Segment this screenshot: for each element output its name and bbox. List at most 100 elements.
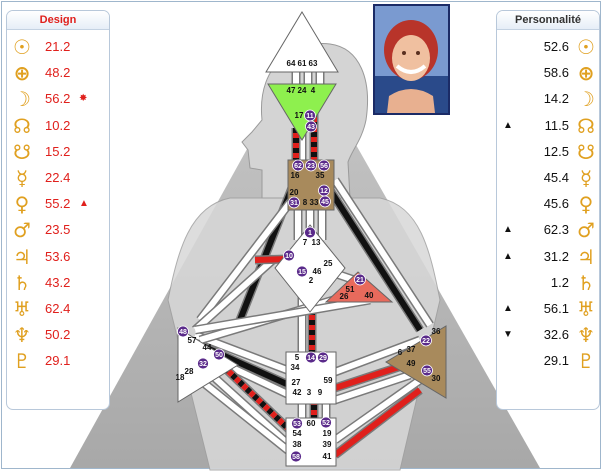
active-gate-marker	[288, 196, 300, 209]
moon-icon: ☽	[577, 87, 595, 112]
personality-value: 11.5	[544, 117, 569, 133]
active-gate-marker	[305, 351, 317, 364]
personality-value: 58.6	[543, 65, 569, 81]
gate-number: 41	[323, 452, 332, 461]
gate-number: 37	[407, 345, 416, 354]
design-value: 21.2	[45, 39, 71, 54]
gate-number: 43	[307, 124, 315, 131]
personality-row-north-node: ☊11.5▲	[497, 113, 599, 139]
active-gate-marker	[290, 450, 302, 463]
solar-plexus-center	[385, 325, 447, 399]
gate-64: 64	[287, 59, 296, 68]
gate-23: 23	[305, 159, 317, 172]
channel	[334, 372, 411, 403]
gate-5: 5	[295, 353, 300, 362]
gate-46: 46	[313, 267, 322, 276]
gate-number: 54	[293, 429, 302, 438]
gate-29: 29	[317, 351, 329, 364]
gate-37: 37	[407, 345, 416, 354]
gate-number: 38	[293, 440, 302, 449]
design-row-venus: ♀55.2▲	[7, 191, 109, 217]
gate-number: 14	[307, 355, 315, 362]
active-gate-marker	[317, 351, 329, 364]
gate-number: 33	[310, 198, 319, 207]
earth-icon: ⊕	[577, 61, 595, 86]
neptune-icon: ♆	[577, 323, 595, 348]
activation-mark: ▲	[503, 224, 513, 236]
design-value: 22.4	[45, 170, 71, 185]
gate-number: 39	[323, 440, 332, 449]
gate-38: 38	[293, 440, 302, 449]
personality-row-jupiter: ♃31.2▲	[497, 244, 599, 270]
uranus-icon: ♅	[13, 297, 31, 321]
gate-number: 59	[324, 376, 333, 385]
gate-number: 49	[407, 359, 416, 368]
gate-number: 6	[398, 348, 403, 357]
personality-value: 56.1	[543, 301, 569, 316]
gate-42: 42	[293, 388, 302, 397]
channel	[327, 188, 423, 332]
design-value: 43.2	[45, 274, 71, 290]
gate-1: 1	[304, 226, 316, 239]
gate-number: 27	[292, 378, 301, 387]
channel	[333, 337, 422, 375]
gate-40: 40	[365, 291, 374, 300]
gate-57: 57	[188, 336, 197, 345]
activation-mark: ▲	[503, 303, 513, 314]
gate-31: 31	[288, 196, 300, 209]
design-value: 55.2	[45, 196, 71, 212]
venus-icon: ♀	[578, 192, 594, 217]
gate-number: 28	[185, 367, 194, 376]
personality-value: 1.2	[550, 274, 569, 290]
gate-number: 31	[290, 200, 298, 207]
active-gate-marker	[304, 226, 316, 239]
mercury-icon: ☿	[15, 166, 29, 190]
personality-row-mars: ♂62.3▲	[497, 217, 599, 243]
gate-number: 36	[432, 327, 441, 336]
activation-mark: ▲	[503, 250, 513, 262]
gate-number: 26	[340, 292, 349, 301]
gate-number: 4	[311, 86, 316, 95]
pluto-icon: ♇	[577, 349, 595, 374]
gate-50: 50	[213, 348, 225, 361]
gate-11: 11	[304, 109, 316, 122]
gate-number: 25	[324, 259, 333, 268]
gate-33: 33	[310, 198, 319, 207]
gate-3: 3	[307, 388, 312, 397]
gate-27: 27	[292, 378, 301, 387]
profile-photo	[373, 4, 450, 115]
gate-63: 63	[309, 59, 318, 68]
gate-number: 32	[199, 361, 207, 368]
activation-mark: ▲	[79, 198, 89, 210]
design-value: 56.2	[45, 91, 71, 107]
active-gate-marker	[177, 325, 189, 338]
gate-51: 51	[346, 285, 355, 294]
design-value: 29.1	[45, 353, 71, 369]
gate-45: 45	[319, 195, 331, 208]
gate-number: 8	[303, 198, 308, 207]
gate-53: 53	[291, 417, 303, 430]
gate-number: 45	[321, 199, 329, 206]
gate-number: 34	[291, 363, 300, 372]
pluto-icon: ♇	[13, 349, 31, 374]
gate-61: 61	[298, 59, 307, 68]
personality-row-sun: ☉52.6	[497, 34, 599, 60]
gate-36: 36	[432, 327, 441, 336]
gate-32: 32	[197, 357, 209, 370]
gate-8: 8	[303, 198, 308, 207]
channel	[192, 255, 278, 333]
gate-39: 39	[323, 440, 332, 449]
personality-row-saturn: ♄1.2	[497, 270, 599, 296]
mars-icon: ♂	[13, 218, 31, 243]
personality-value: 62.3	[543, 222, 569, 238]
design-value: 50.2	[45, 327, 71, 343]
design-value: 53.6	[45, 248, 71, 264]
gate-number: 44	[203, 343, 212, 352]
active-gate-marker	[305, 159, 317, 172]
gate-number: 42	[293, 388, 302, 397]
gate-number: 3	[307, 388, 312, 397]
gate-30: 30	[432, 374, 441, 383]
design-row-south-node: ☋15.2	[7, 139, 109, 165]
